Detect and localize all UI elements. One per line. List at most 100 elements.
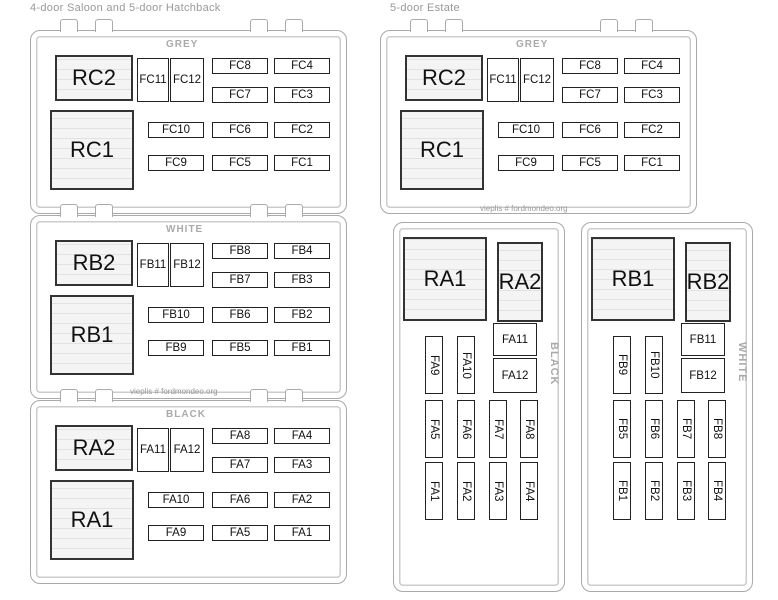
fuse: FA5 — [212, 525, 268, 541]
fuse: FC12 — [170, 58, 204, 102]
fuse: FA8 — [212, 428, 268, 444]
fuse-label: FA10 — [460, 351, 472, 379]
panel-tab — [60, 19, 78, 32]
fuse: FB11 — [137, 243, 169, 287]
panel-tab — [445, 19, 463, 32]
fuse-label: FA4 — [523, 480, 535, 502]
panel-tab — [285, 204, 303, 217]
left-title: 4-door Saloon and 5-door Hatchback — [30, 2, 221, 14]
fuse: FC3 — [624, 87, 680, 103]
fuse-label: FB5 — [616, 418, 628, 440]
fuse: FC4 — [624, 58, 680, 74]
fuse: FC6 — [212, 122, 268, 138]
fuse: FA7 — [212, 457, 268, 473]
fuse: FB12 — [170, 243, 204, 287]
fuse: FA6 — [212, 492, 268, 508]
fuse-label: FB2 — [648, 480, 660, 502]
fuse-label: FB7 — [680, 418, 692, 440]
fuse: FC9 — [148, 155, 204, 171]
fuse: FA4 — [520, 462, 538, 520]
watermark: vieplis # fordmondeo.org — [480, 204, 568, 213]
fuse: FB1 — [274, 340, 330, 356]
fuse: FA9 — [425, 336, 443, 394]
fuse: FC2 — [624, 122, 680, 138]
panel-tab — [60, 389, 78, 402]
watermark: vieplis # fordmondeo.org — [130, 387, 218, 396]
fuse: FC9 — [498, 155, 554, 171]
black-label: BLACK — [166, 409, 206, 420]
fuse: FB10 — [148, 307, 204, 323]
fuse: FC8 — [212, 58, 268, 74]
right-title: 5-door Estate — [390, 2, 460, 14]
panel-tab — [250, 204, 268, 217]
panel-tab — [95, 19, 113, 32]
relay-RA1: RA1 — [50, 480, 134, 560]
fuse-label: FB6 — [648, 418, 660, 440]
fuse-label: FA7 — [492, 418, 504, 440]
fuse: FC10 — [498, 122, 554, 138]
fuse: FA7 — [489, 400, 507, 458]
panel-tab — [95, 389, 113, 402]
fuse: FC10 — [148, 122, 204, 138]
fuse: FB9 — [148, 340, 204, 356]
fuse: FB11 — [681, 323, 725, 356]
relay-RA1: RA1 — [403, 237, 487, 321]
fuse: FA1 — [425, 462, 443, 520]
grey-label: GREY — [166, 39, 199, 50]
panel-tab — [600, 19, 618, 32]
fuse: FB5 — [613, 400, 631, 458]
relay-RB1: RB1 — [591, 237, 675, 321]
relay-RC2: RC2 — [55, 55, 133, 101]
fuse-label: FA5 — [428, 418, 440, 440]
fuse: FC5 — [562, 155, 618, 171]
fuse: FC11 — [137, 58, 169, 102]
fuse: FC1 — [274, 155, 330, 171]
fuse-label: FA1 — [428, 480, 440, 502]
fuse: FA9 — [148, 525, 204, 541]
fuse: FB6 — [645, 400, 663, 458]
panel-tab — [410, 19, 428, 32]
panel-tab — [285, 19, 303, 32]
fuse: FB3 — [677, 462, 695, 520]
relay-RB2: RB2 — [55, 240, 133, 286]
fuse: FC12 — [520, 58, 554, 102]
panel-tab — [60, 204, 78, 217]
fuse: FA2 — [274, 492, 330, 508]
fuse: FB6 — [212, 307, 268, 323]
fuse-label: FB1 — [616, 480, 628, 502]
fuse: FA4 — [274, 428, 330, 444]
fuse: FA12 — [170, 428, 204, 472]
panel-tab — [635, 19, 653, 32]
white-label: WHITE — [166, 224, 204, 235]
panel-tab — [95, 204, 113, 217]
fuse-label: FB8 — [711, 418, 723, 440]
fuse: FB7 — [212, 272, 268, 288]
fuse: FA10 — [148, 492, 204, 508]
relay-RB1: RB1 — [50, 295, 134, 375]
fuse: FB5 — [212, 340, 268, 356]
panel-tab — [250, 19, 268, 32]
fuse: FA1 — [274, 525, 330, 541]
fuse-label: FA8 — [523, 418, 535, 440]
fuse-label: FB10 — [648, 351, 660, 379]
relay-RA2: RA2 — [55, 425, 133, 471]
relay-RC1: RC1 — [400, 110, 484, 190]
fuse: FB4 — [274, 243, 330, 259]
fuse: FB9 — [613, 336, 631, 394]
relay-RA2: RA2 — [497, 242, 543, 322]
fuse-label: FA3 — [492, 480, 504, 502]
fuse: FC4 — [274, 58, 330, 74]
fuse: FB7 — [677, 400, 695, 458]
fuse: FA3 — [489, 462, 507, 520]
fuse: FC11 — [487, 58, 519, 102]
fuse: FC7 — [562, 87, 618, 103]
fuse: FC3 — [274, 87, 330, 103]
relay-RB2: RB2 — [685, 242, 731, 322]
fuse: FC2 — [274, 122, 330, 138]
fuse: FC8 — [562, 58, 618, 74]
grey-label: GREY — [516, 39, 549, 50]
fuse: FA8 — [520, 400, 538, 458]
fuse: FB12 — [681, 358, 725, 393]
panel-tab — [250, 389, 268, 402]
